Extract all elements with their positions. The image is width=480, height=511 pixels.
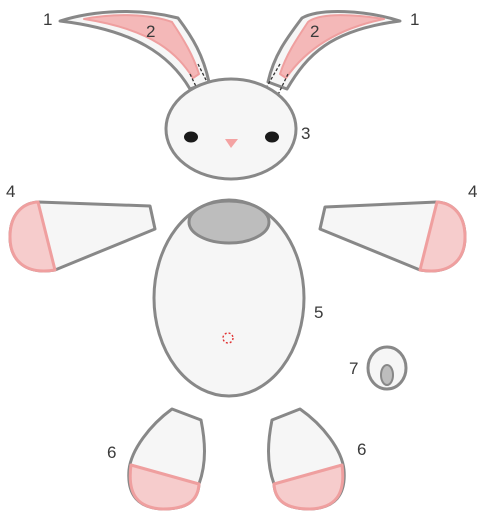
label-ear-inner-left: 2 xyxy=(146,22,155,41)
label-tail: 7 xyxy=(349,359,358,378)
label-leg-left: 6 xyxy=(107,443,116,462)
left-ear xyxy=(60,12,210,101)
right-eye xyxy=(265,132,279,143)
body xyxy=(154,200,304,396)
label-arm-left: 4 xyxy=(6,182,15,201)
label-body: 5 xyxy=(314,303,323,322)
right-arm xyxy=(320,202,465,271)
label-arm-right: 4 xyxy=(468,182,477,201)
tail xyxy=(368,347,406,389)
belly-patch xyxy=(189,201,269,243)
label-ear-inner-right: 2 xyxy=(310,22,319,41)
left-leg xyxy=(129,409,205,509)
label-ear-outer-right: 1 xyxy=(410,10,419,29)
left-arm xyxy=(10,202,155,271)
left-eye xyxy=(184,132,198,143)
label-ear-outer-left: 1 xyxy=(43,10,52,29)
head-outline xyxy=(166,79,296,179)
tail-center xyxy=(381,365,393,385)
right-leg xyxy=(269,409,345,509)
label-leg-right: 6 xyxy=(357,440,366,459)
label-head: 3 xyxy=(301,124,310,143)
right-ear xyxy=(266,12,400,101)
head xyxy=(166,79,296,179)
